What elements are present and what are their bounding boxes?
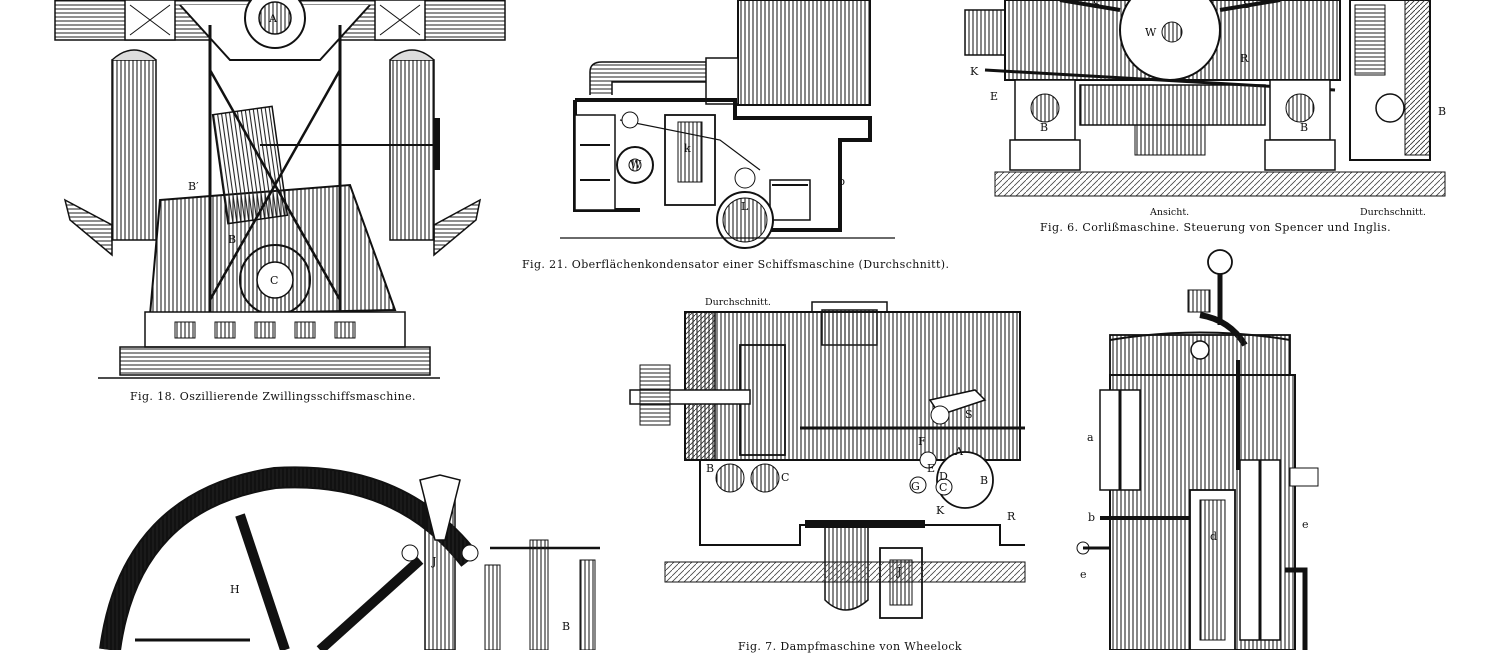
boiler-label-e-left: e [1080, 568, 1087, 581]
fig21-label-L: L [741, 200, 749, 213]
fig7-label-K: K [936, 504, 945, 517]
fig6-label-B-section: B [1438, 105, 1446, 118]
fig18-caption: Fig. 18. Oszillierende Zwillingsschiffsm… [130, 390, 416, 403]
fig7-label-C: C [939, 481, 947, 494]
fig6-label-S-right: S [1243, 0, 1251, 11]
fig18-oscillating-twin-engine: A B′ B C [54, 0, 506, 379]
fig21-caption: Fig. 21. Oberflächenkondensator einer Sc… [522, 258, 950, 271]
fig21-surface-condenser: k W L b [560, 0, 895, 249]
fig6-label-K: K [970, 65, 979, 78]
fig21-label-b: b [838, 175, 845, 188]
fig6-durchschnitt-label: Durchschnitt. [1360, 207, 1426, 218]
fig21-label-k: k [684, 142, 691, 155]
flywheel-label-B: B [562, 620, 570, 633]
boiler-label-d: d [1210, 530, 1217, 543]
fig18-label-B: B [228, 233, 236, 246]
fig6-label-B-right: B [1300, 121, 1308, 134]
fig7-label-A: A [954, 445, 964, 458]
fig7-label-B-right: B [980, 474, 988, 487]
fig7-durchschnitt-label: Durchschnitt. [705, 297, 771, 308]
fig7-label-D: D [939, 470, 948, 483]
boiler-label-b: b [1088, 511, 1095, 524]
fig7-label-R: R [1007, 510, 1016, 523]
fig21-label-W: W [630, 158, 642, 171]
fig7-label-E: E [927, 462, 935, 475]
fig6-label-B: B [1040, 121, 1048, 134]
fig7-label-G: G [911, 480, 920, 493]
fig6-caption: Fig. 6. Corlißmaschine. Steuerung von Sp… [1040, 221, 1392, 234]
fig6-label-W: W [1145, 26, 1157, 39]
fig6-label-R: R [1240, 52, 1249, 65]
fig18-label-A: A [268, 12, 278, 25]
fig7-label-B-left: B [706, 462, 714, 475]
fig7-label-J: J [896, 565, 901, 578]
fig6-label-E: E [990, 90, 998, 103]
fig6-ansicht-label: Ansicht. [1149, 207, 1189, 218]
fig6-corliss-engine: W S S K E B R B B Ansicht. Durchschnitt. [964, 0, 1446, 218]
fig6-label-S-left: S [1093, 0, 1101, 11]
flywheel-label-H: H [230, 583, 240, 596]
fig7-wheelock-engine: S F A E D G C B B C K R J Durchschnitt. [629, 297, 1026, 619]
boiler-label-a: a [1087, 431, 1094, 444]
flywheel-label-J: J [431, 555, 436, 568]
fig7-label-C-left: C [781, 471, 789, 484]
fig18-label-B-prime: B′ [188, 180, 199, 193]
fig7-label-F: F [918, 435, 926, 448]
boiler-label-e-right: e [1302, 518, 1309, 531]
fig7-label-S: S [965, 408, 973, 421]
flywheel-engine: H J B [99, 466, 600, 650]
vertical-boiler: a b e d e [1076, 249, 1319, 650]
fig7-caption: Fig. 7. Dampfmaschine von Wheelock [738, 640, 962, 653]
fig18-label-C: C [270, 274, 278, 287]
